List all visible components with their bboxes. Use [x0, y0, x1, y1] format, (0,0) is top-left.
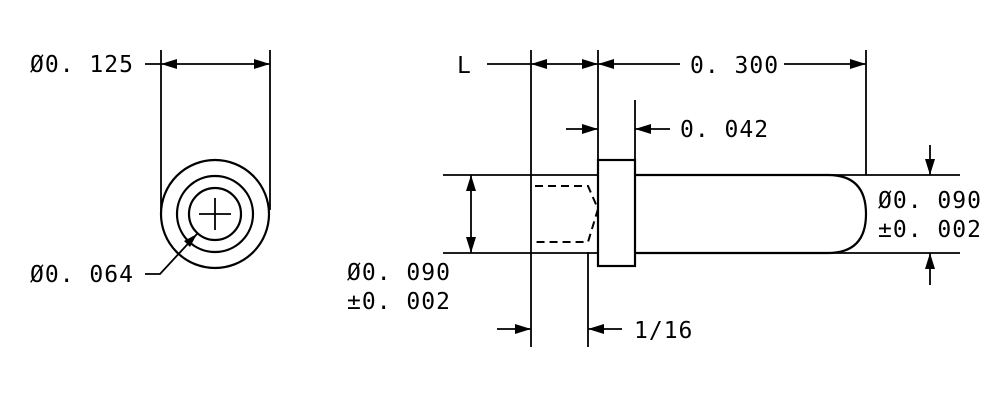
arrowhead	[925, 159, 935, 175]
arrowhead	[635, 124, 651, 134]
middle-circle	[175, 174, 255, 254]
flange	[596, 158, 637, 268]
arrowhead	[515, 324, 531, 334]
length-label: L	[457, 53, 472, 79]
gap-label: 1/16	[634, 318, 693, 344]
arrowhead	[925, 253, 935, 269]
arrowhead	[598, 59, 614, 69]
arrowhead	[582, 124, 598, 134]
flange-thickness-label: 0. 042	[680, 117, 769, 143]
inner-diameter-label: Ø0. 064	[30, 262, 134, 288]
end-view: Ø0. 125 Ø0. 064	[30, 50, 271, 288]
arrowhead	[161, 59, 177, 69]
arrowhead	[531, 59, 547, 69]
tail-diameter-label: Ø0. 090	[347, 260, 451, 286]
arrowhead	[466, 175, 476, 191]
outer-diameter-label: Ø0. 125	[30, 52, 134, 78]
hidden-bore	[535, 185, 600, 243]
arrowhead	[850, 59, 866, 69]
tail-diameter-tolerance: ±0. 002	[347, 289, 451, 315]
pin-diameter-tolerance: ±0. 002	[878, 217, 982, 243]
arrowhead	[466, 237, 476, 253]
arrowhead	[588, 324, 604, 334]
bore-circle	[187, 186, 243, 242]
pin-body	[635, 173, 868, 255]
inner-diameter-leader	[145, 233, 198, 275]
arrowhead	[254, 59, 270, 69]
side-view: L 0. 300 0. 042 Ø0. 090 ±0. 002 Ø0. 090 …	[347, 50, 982, 347]
arrowhead	[582, 59, 598, 69]
pin-diameter-label: Ø0. 090	[878, 188, 982, 214]
outer-circle	[159, 158, 271, 270]
arrowhead	[184, 234, 197, 247]
overall-length-label: 0. 300	[690, 53, 779, 79]
